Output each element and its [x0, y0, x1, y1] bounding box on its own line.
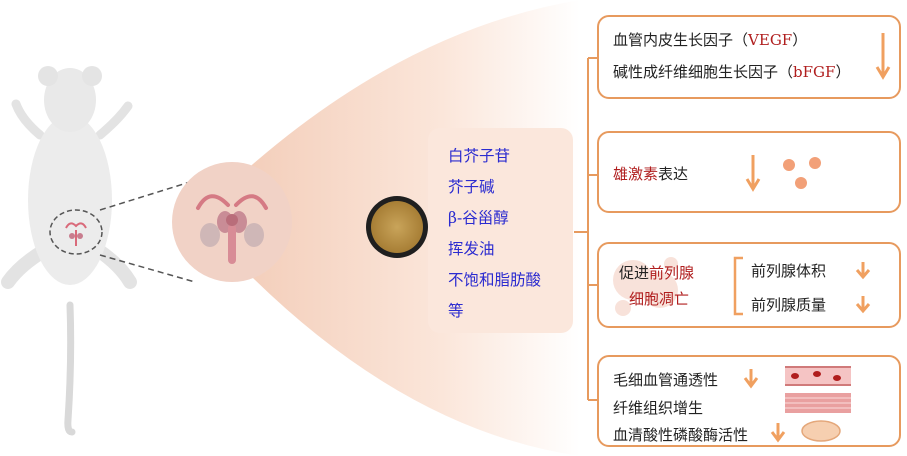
component-item: 等 [448, 302, 464, 320]
bfgf-abbr: bFGF [793, 63, 836, 81]
mustard-seed-bowl [366, 196, 428, 258]
paren: ） [835, 63, 851, 81]
down-arrow-icon [875, 33, 891, 80]
promote-label: 促进前列腺 [619, 262, 694, 283]
enzyme-icon [801, 420, 841, 442]
connector-bracket [574, 57, 597, 401]
expression-text: 表达 [658, 165, 689, 183]
androgen-text: 雄激素 [613, 165, 659, 183]
apoptosis-box: 促进前列腺 细胞凋亡 前列腺体积 前列腺质量 [597, 242, 901, 328]
component-item: 挥发油 [448, 240, 495, 258]
capillary-permeability-label: 毛细血管通透性 [613, 371, 719, 389]
component-item: β-谷甾醇 [448, 209, 509, 227]
capillary-box: 毛细血管通透性 纤维组织增生 血清酸性磷酸酶活性 [597, 355, 901, 447]
down-arrow-icon [745, 155, 761, 192]
fibrous-tissue-icon [785, 393, 851, 413]
prostate-volume-label: 前列腺体积 [751, 262, 827, 280]
mouse-illustration [1, 66, 137, 436]
prostate-mass-label: 前列腺质量 [751, 296, 827, 314]
down-arrow-icon [855, 296, 871, 314]
down-arrow-icon [855, 262, 871, 280]
growth-factor-box: 血管内皮生长因子（VEGF） 碱性成纤维细胞生长因子（bFGF） [597, 15, 901, 99]
paren: （ [778, 63, 794, 81]
component-item: 白芥子苷 [448, 147, 511, 165]
prostate-organ-illustration [172, 162, 292, 282]
hormone-molecule-icon [783, 157, 821, 189]
androgen-label: 雄激素表达 [613, 163, 688, 184]
bracket-icon [733, 256, 743, 316]
promote-text: 促进 [619, 264, 650, 282]
components-panel: 白芥子苷 芥子碱 β-谷甾醇 挥发油 不饱和脂肪酸 等 [428, 128, 573, 333]
androgen-box: 雄激素表达 [597, 131, 901, 213]
down-arrow-icon [770, 423, 786, 443]
bfgf-label: 碱性成纤维细胞生长因子（bFGF） [613, 61, 850, 82]
down-arrow-icon [743, 369, 759, 389]
component-item: 不饱和脂肪酸 [448, 271, 542, 289]
vegf-label: 血管内皮生长因子（VEGF） [613, 29, 807, 50]
paren: ） [792, 31, 808, 49]
vegf-text: 血管内皮生长因子 [613, 31, 734, 49]
paren: （ [733, 31, 749, 49]
blood-vessel-icon [785, 366, 851, 386]
bfgf-text: 碱性成纤维细胞生长因子 [613, 63, 779, 81]
component-item: 芥子碱 [448, 178, 495, 196]
acid-phosphatase-label: 血清酸性磷酸酶活性 [613, 426, 749, 444]
fibrosis-label: 纤维组织增生 [613, 399, 704, 417]
vegf-abbr: VEGF [748, 31, 793, 49]
prostate-text: 前列腺 [649, 264, 695, 282]
apoptosis-label: 细胞凋亡 [629, 290, 690, 308]
cell-background-icon [613, 257, 678, 316]
